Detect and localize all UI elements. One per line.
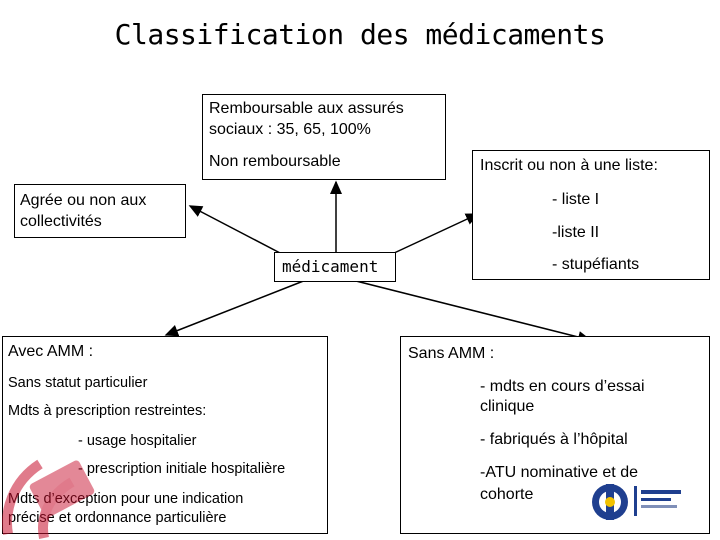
arrow-to-sans-amm (351, 279, 592, 343)
arrow-to-avec-amm (164, 279, 307, 337)
liste-item-3: - stupéfiants (552, 256, 640, 273)
avec-amm-heading: Avec AMM : (8, 343, 94, 360)
remboursable-line1: Remboursable aux assurés (209, 100, 404, 117)
sans-amm-item-4: -ATU nominative et de (480, 464, 638, 481)
pole-biologie-logo (2, 459, 95, 539)
avec-amm-item-3: - usage hospitalier (78, 433, 197, 449)
avec-amm-item-1: Sans statut particulier (8, 375, 148, 391)
sans-amm-item-3: - fabriqués à l’hôpital (480, 431, 628, 448)
medicament-box (274, 252, 396, 282)
arrow-to-liste (391, 213, 480, 255)
avec-amm-item-6: précise et ordonnance particulière (8, 510, 227, 526)
remboursable-box (202, 94, 446, 180)
sans-amm-heading: Sans AMM : (408, 345, 495, 362)
collectivites-line1: Agrée ou non aux (20, 192, 147, 209)
avec-amm-item-2: Mdts à prescription restreintes: (8, 403, 207, 419)
non-remboursable-label: Non remboursable (209, 153, 341, 170)
sans-amm-item-5: cohorte (480, 486, 534, 503)
universite-logo (592, 484, 681, 520)
liste-item-2: -liste II (552, 224, 600, 241)
collectivites-box (14, 184, 186, 238)
liste-box (472, 150, 710, 280)
medicament-label: médicament (282, 257, 379, 276)
avec-amm-item-5: Mdts d’exception pour une indication (8, 491, 244, 507)
page-title: Classification des médicaments (114, 18, 606, 51)
sans-amm-item-2: clinique (480, 398, 535, 415)
sans-amm-item-1: - mdts en cours d’essai (480, 378, 645, 395)
arrow-to-collectivites (188, 205, 283, 255)
liste-heading: Inscrit ou non à une liste: (480, 157, 658, 174)
liste-item-1: - liste I (552, 191, 600, 208)
avec-amm-item-4: - prescription initiale hospitalière (78, 461, 286, 477)
collectivites-line2: collectivités (20, 213, 102, 230)
remboursable-line2: sociaux : 35, 65, 100% (209, 121, 371, 138)
